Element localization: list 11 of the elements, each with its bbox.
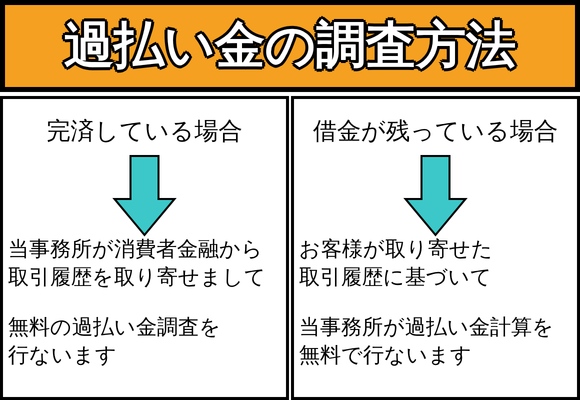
panel bbox=[291, 96, 580, 400]
heading: 完済している場合 bbox=[3, 111, 286, 156]
paragraph: お客様が取り寄せた取引履歴に基づいて bbox=[299, 236, 494, 291]
title: 過払い金の調査方法 bbox=[0, 0, 580, 92]
panel bbox=[0, 96, 289, 400]
heading: 借金が残っている場合 bbox=[294, 111, 577, 156]
down-arrow bbox=[112, 155, 177, 237]
paragraph: 無料の過払い金調査を行ないます bbox=[8, 314, 222, 369]
paragraph: 当事務所が過払い金計算を無料で行ないます bbox=[299, 314, 555, 369]
down-arrow bbox=[403, 155, 468, 237]
paragraph: 当事務所が消費者金融から取引履歴を取り寄せまして bbox=[8, 236, 267, 291]
